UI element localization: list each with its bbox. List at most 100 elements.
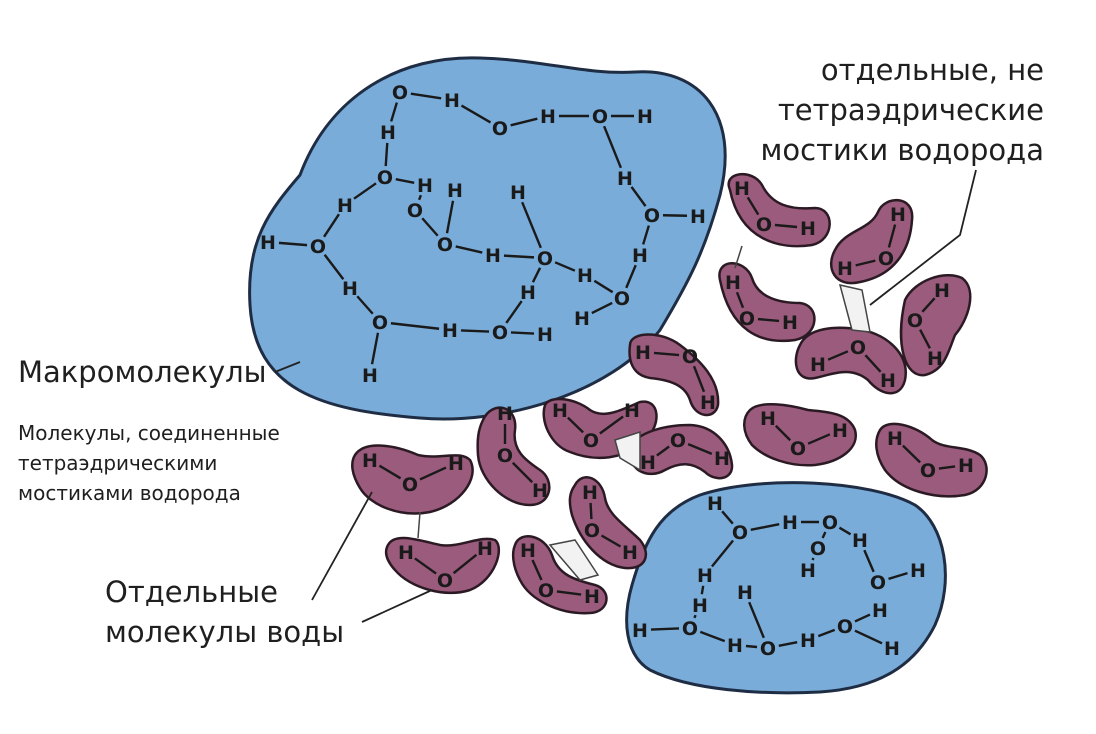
oxygen-atom: O (437, 570, 453, 592)
bond-line (600, 534, 622, 548)
hydrogen-atom: H (958, 455, 974, 477)
hydrogen-atom: H (632, 245, 648, 267)
bond-line (356, 295, 374, 315)
bond-line (778, 640, 798, 648)
hydrogen-atom: H (837, 258, 853, 280)
bond-line (692, 365, 706, 393)
bond-line (452, 553, 478, 575)
hydrogen-atom: H (887, 428, 903, 450)
bond-line (807, 433, 831, 445)
oxygen-atom: O (870, 572, 886, 594)
oxygen-atom: O (837, 616, 853, 638)
oxygen-atom: O (644, 205, 660, 227)
bond-line (384, 142, 389, 167)
bond-line (554, 261, 576, 272)
bond-line (521, 201, 542, 249)
bond-line (625, 264, 637, 289)
water-molecule (568, 476, 648, 570)
hydrogen-atom: H (884, 638, 900, 660)
oxygen-atom: O (822, 512, 838, 534)
label-separate-bridges: отдельные, не тетраэдрические мостики во… (760, 53, 1045, 167)
hydrogen-atom: H (398, 542, 414, 564)
hydrogen-atom: H (584, 586, 600, 608)
oxygen-atom: O (732, 522, 748, 544)
oxygen-atom: O (407, 200, 423, 222)
bond-line (827, 350, 849, 361)
water-molecule (351, 444, 474, 515)
bond-line (757, 317, 780, 323)
hydrogen-atom: H (734, 178, 750, 200)
hydrogen-atom: H (690, 206, 706, 228)
bond-line (567, 416, 584, 434)
oxygen-atom: O (492, 118, 508, 140)
leader-lines (274, 169, 977, 623)
water-molecule (511, 535, 608, 615)
bond-line (410, 92, 442, 100)
leader-single-molecules-2 (361, 589, 433, 623)
bond-line (919, 329, 931, 349)
bond-line (353, 182, 377, 200)
bond-line (748, 601, 765, 639)
bond-line (662, 214, 688, 217)
oxygen-atom: O (584, 520, 600, 542)
bond-line (750, 522, 780, 532)
label-single-molecules: Отдельные молекулы воды (105, 575, 345, 649)
hydrogen-atom: H (342, 278, 358, 300)
hydrogen-atom: H (700, 392, 716, 414)
hydrogen-atom: H (448, 453, 464, 475)
hydrogen-atom: H (800, 560, 816, 582)
hydrogen-atom: H (810, 354, 826, 376)
oxygen-atom: O (739, 308, 755, 330)
oxygen-atom: O (592, 106, 608, 128)
oxygen-atom: O (402, 474, 418, 496)
bond-line (721, 510, 734, 525)
bond-line (838, 526, 852, 536)
water-molecule (743, 403, 858, 467)
hydrogen-atom: H (707, 493, 723, 515)
bond-line (445, 200, 455, 234)
bond-line (887, 224, 897, 248)
bond-line (421, 217, 439, 237)
bond-line (278, 241, 308, 247)
bond-line (503, 254, 535, 259)
hydrogen-atom: H (800, 630, 816, 652)
water-molecule (718, 262, 816, 343)
bond-line (460, 329, 490, 333)
bond-line (746, 196, 760, 216)
hydrogen-atom: H (362, 365, 378, 387)
macromolecule-large (248, 56, 727, 421)
bond-line (687, 443, 713, 455)
leader-single-molecules-1 (311, 491, 373, 601)
oxygen-atom: O (920, 460, 936, 482)
hydrogen-atom: H (880, 370, 896, 392)
oxygen-atom: O (437, 234, 453, 256)
bridge-line (417, 511, 421, 539)
bond-line (603, 125, 622, 169)
oxygen-atom: O (670, 430, 686, 452)
hydrogen-atom: H (782, 312, 798, 334)
oxygen-atom: O (756, 214, 772, 236)
bond-line (599, 415, 624, 435)
oxygen-atom: O (492, 322, 508, 344)
bond-line (511, 461, 534, 484)
hydrogen-atom: H (417, 175, 433, 197)
hydrogen-atom: H (635, 342, 651, 364)
bond-line (417, 194, 423, 201)
hydrogen-atom: H (574, 308, 590, 330)
oxygen-atom: O (790, 438, 806, 460)
oxygen-atom: O (583, 430, 599, 452)
bond-line (531, 267, 542, 283)
hydrogen-atom: H (632, 620, 648, 642)
bond-line (699, 630, 726, 643)
bond-line (711, 539, 734, 568)
bond-line (938, 465, 956, 470)
oxygen-atom: O (310, 236, 326, 258)
hydrogen-atom: H (800, 218, 816, 240)
bond-line (735, 291, 745, 309)
oxygen-atom: O (850, 337, 866, 359)
water-molecule (628, 423, 734, 480)
bond-line (414, 557, 437, 575)
bond-line (593, 279, 614, 294)
hydrogen-atom: H (832, 420, 848, 442)
